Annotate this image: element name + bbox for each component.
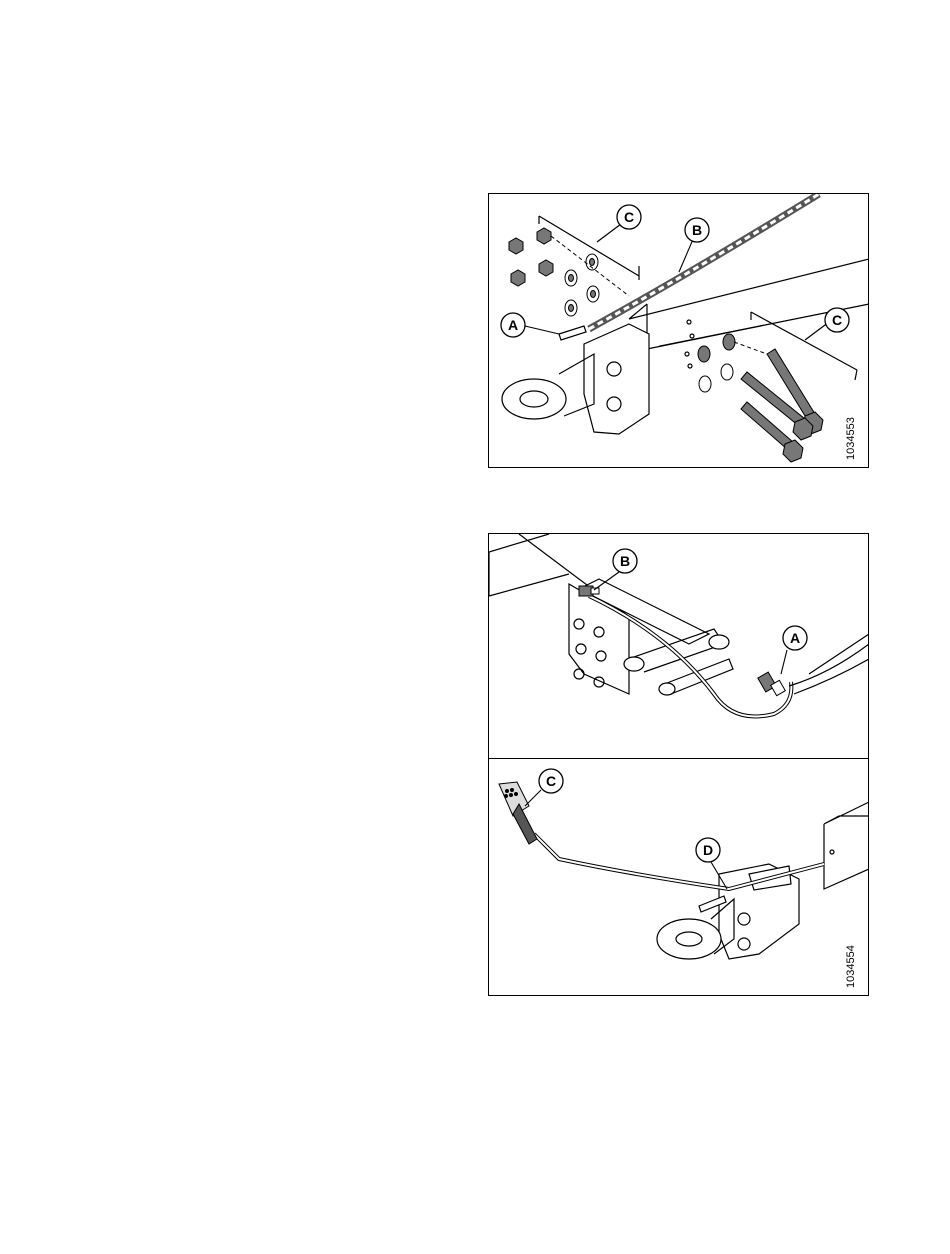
- callout-c-left: C: [617, 205, 641, 229]
- callout-label: B: [620, 553, 630, 569]
- hitch-harness-drawing: B A: [489, 534, 869, 996]
- tongue-tube: [629, 259, 869, 349]
- figure-number: 1034554: [845, 945, 857, 988]
- nuts-washers-left: [509, 228, 629, 316]
- bolts-washers-right: [698, 334, 823, 462]
- figure-number: 1034553: [845, 417, 857, 460]
- callout-label: C: [546, 773, 556, 789]
- hitch-ring: [502, 379, 566, 419]
- callout-d: D: [696, 838, 720, 862]
- connector-a: [758, 672, 786, 696]
- callout-label: C: [832, 312, 842, 328]
- callout-label: C: [624, 209, 634, 225]
- callout-a: A: [783, 626, 807, 650]
- connector-b: [579, 586, 599, 596]
- callout-b: B: [613, 549, 637, 573]
- callout-label: A: [508, 317, 518, 333]
- callout-label: B: [692, 222, 702, 238]
- panel-divider: [489, 758, 868, 759]
- callout-a: A: [501, 313, 525, 337]
- callout-label: D: [703, 842, 713, 858]
- hitch-chain-drawing: C B A C: [489, 194, 869, 468]
- hitch-harness-illustration: B A: [488, 533, 869, 996]
- plug-c: [499, 782, 537, 844]
- callout-c: C: [539, 769, 563, 793]
- callout-c-right: C: [825, 308, 849, 332]
- callout-label: A: [790, 630, 800, 646]
- callout-b: B: [685, 218, 709, 242]
- hitch-chain-illustration: C B A C 1034553: [488, 193, 869, 468]
